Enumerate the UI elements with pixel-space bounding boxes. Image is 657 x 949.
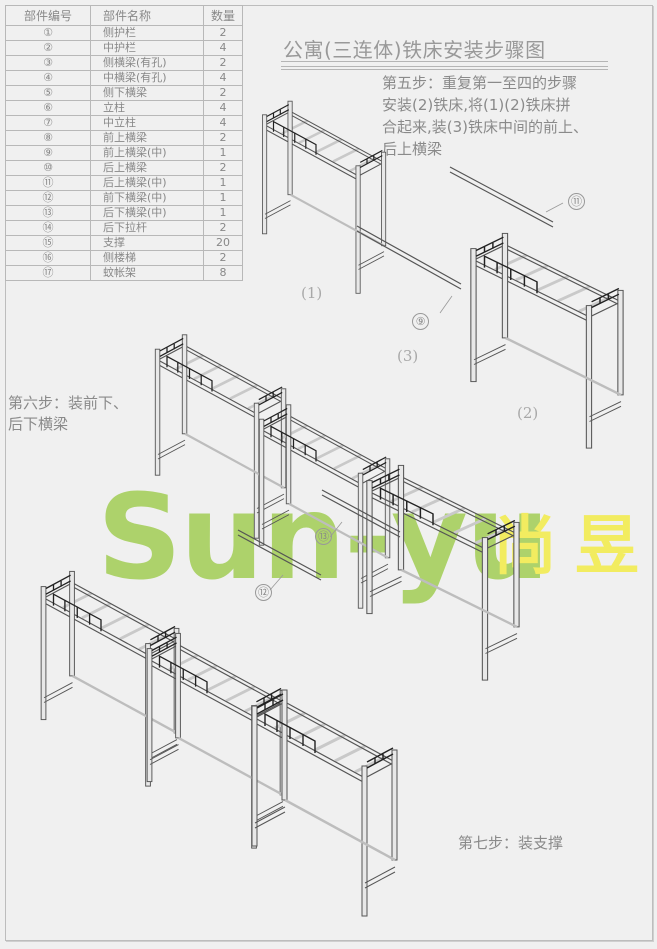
title-underline-double: [281, 66, 608, 67]
bed-label-1: (1): [301, 284, 323, 302]
step7-bed-middle: [145, 631, 287, 850]
step-five-line: 后上横梁: [382, 140, 443, 158]
part-name-cell: 后下横梁(中): [90, 205, 204, 221]
step-six-line: 第六步：装前下、: [8, 394, 129, 412]
header-part-name: 部件名称: [90, 5, 204, 26]
step-five-line: 合起来,装(3)铁床中间的前上、: [382, 118, 589, 136]
bed-2-drawing: [469, 231, 625, 450]
header-quantity: 数量: [203, 5, 243, 26]
step7-bed-left: [39, 569, 181, 788]
part-name-cell: 蚊帐架: [90, 265, 204, 281]
parts-table-header: 部件编号 部件名称 数量: [5, 5, 243, 26]
bed-label-2: (2): [517, 404, 539, 422]
part-name-cell: 立柱: [90, 100, 204, 116]
step-six-line: 后下横梁: [8, 415, 69, 433]
page-frame: [5, 5, 653, 941]
callout-part-13: ⑬: [315, 528, 332, 545]
part-quantity-cell: 8: [203, 265, 243, 281]
bed-label-3: (3): [397, 347, 419, 365]
title-underline-double: [281, 69, 608, 70]
title-underline: [281, 61, 608, 62]
step-seven-text: 第七步：装支撑: [458, 834, 564, 852]
bed-1-drawing: [261, 99, 387, 295]
step7-bed-right: [250, 688, 399, 918]
part-number-cell: ⑰: [5, 265, 91, 281]
part-name-cell: 前下横梁(中): [90, 190, 204, 206]
part-name-cell: 侧护栏: [90, 25, 204, 41]
callout-part-12: ⑫: [255, 584, 272, 601]
part-name-cell: 前上横梁(中): [90, 145, 204, 161]
step-five-text: 第五步：重复第一至四的步骤 安装(2)铁床,将(1)(2)铁床拼 合起来,装(3…: [382, 72, 652, 160]
part-quantity-cell: 2: [203, 160, 243, 176]
callout-part-9: ⑨: [412, 313, 429, 330]
step-six-text: 第六步：装前下、 后下横梁: [8, 393, 168, 435]
part-quantity-cell: 20: [203, 235, 243, 251]
document-title: 公寓(三连体)铁床安装步骤图: [283, 38, 546, 62]
callout-part-11: ⑪: [568, 193, 585, 210]
part-name-cell: 侧横梁(有孔): [90, 55, 204, 71]
step-five-line: 第五步：重复第一至四的步骤: [382, 74, 578, 92]
step-five-line: 安装(2)铁床,将(1)(2)铁床拼: [382, 96, 571, 114]
